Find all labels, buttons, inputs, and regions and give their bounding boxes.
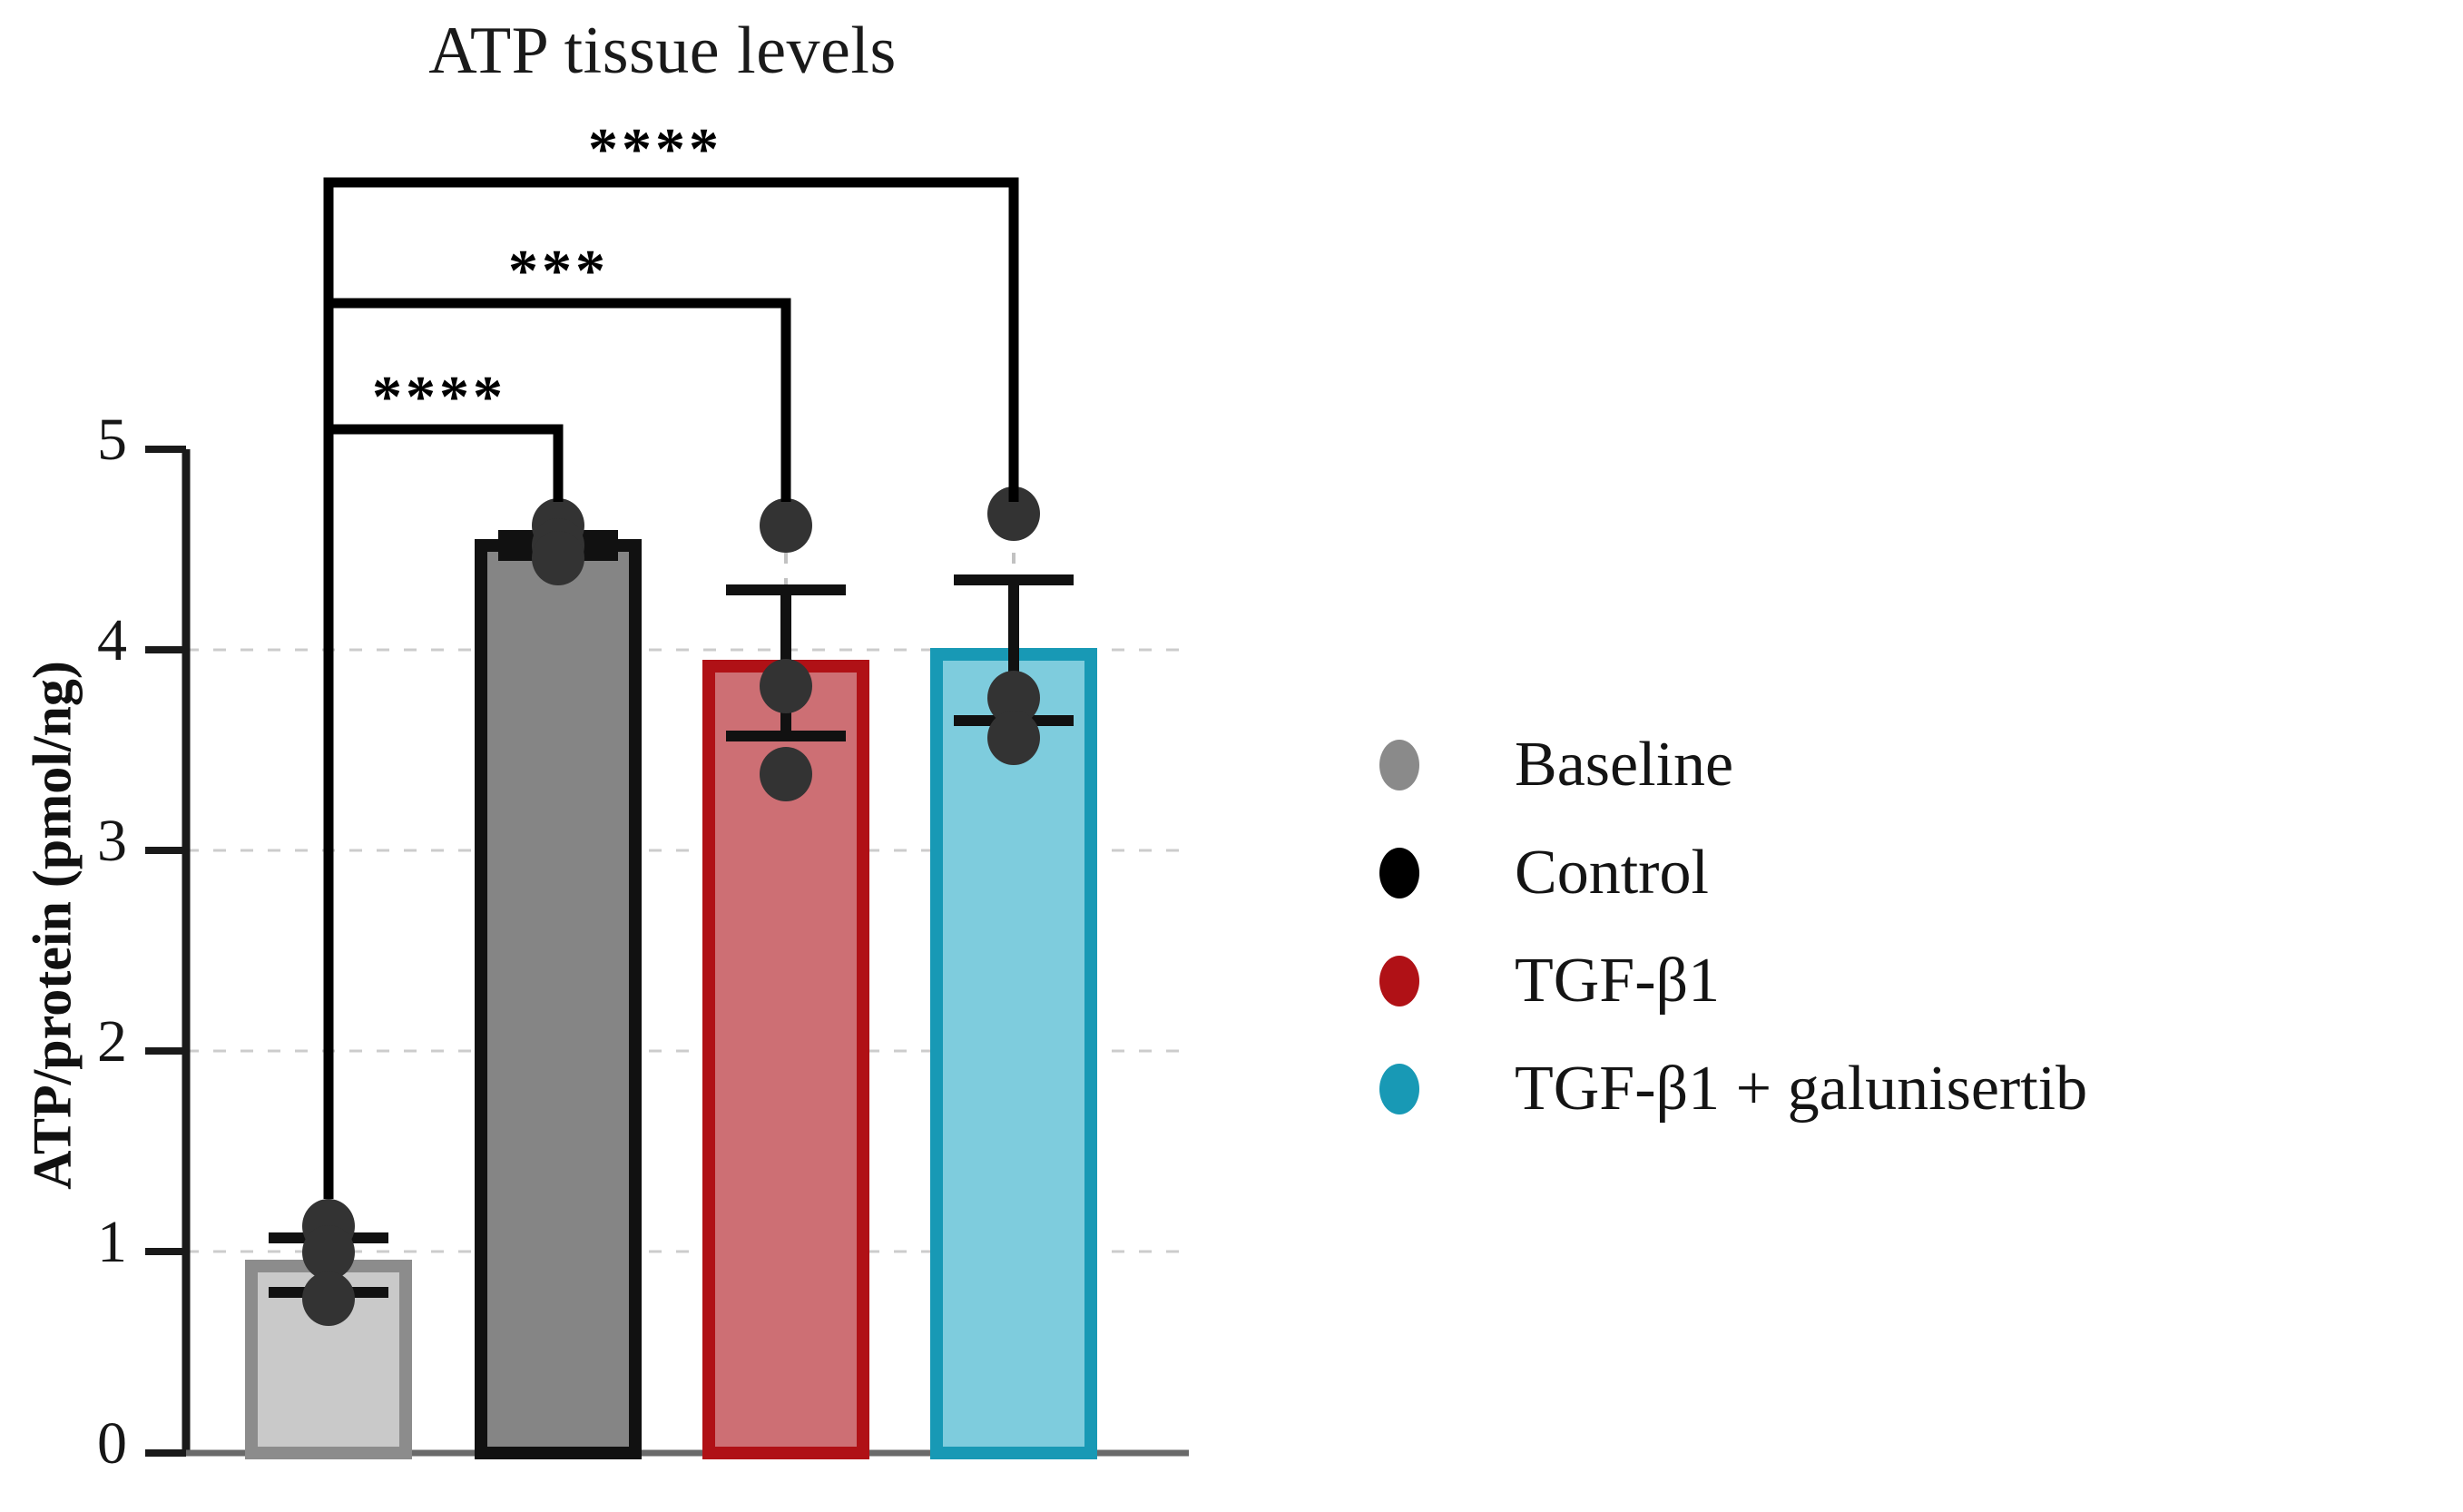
- y-tick-label-3: 3: [97, 808, 127, 874]
- legend: Baseline Control TGF-β1 TGF-β1 + galunis…: [1379, 717, 2432, 1149]
- significance-label-bottom: ****: [372, 364, 506, 430]
- legend-swatch-icon: [1379, 739, 1419, 790]
- y-tick-label-5: 5: [97, 407, 127, 473]
- page-title: ATP tissue levels: [428, 14, 897, 88]
- data-point: [532, 531, 584, 585]
- data-point: [760, 747, 812, 801]
- legend-label: Baseline: [1515, 729, 1734, 800]
- data-point: [302, 1225, 355, 1280]
- data-point: [302, 1271, 355, 1326]
- bar-center-guides: [327, 476, 1016, 1452]
- legend-label: Control: [1515, 837, 1709, 908]
- significance-label-top: ****: [588, 116, 722, 182]
- legend-item-baseline[interactable]: Baseline: [1379, 717, 2432, 812]
- legend-swatch-icon: [1379, 1063, 1419, 1114]
- legend-label: TGF-β1: [1515, 945, 1721, 1016]
- data-point: [760, 498, 812, 553]
- y-tick-label-4: 4: [97, 607, 127, 673]
- y-tick-label-2: 2: [97, 1008, 127, 1075]
- sig-bracket-top: [323, 177, 1019, 1199]
- legend-label: TGF-β1 + galunisertib: [1515, 1053, 2088, 1124]
- legend-item-tgfb1[interactable]: TGF-β1: [1379, 933, 2432, 1028]
- legend-item-control[interactable]: Control: [1379, 825, 2432, 920]
- significance-brackets: [323, 177, 1019, 1199]
- data-point: [987, 671, 1040, 725]
- legend-item-tgfb1-galunisertib[interactable]: TGF-β1 + galunisertib: [1379, 1041, 2432, 1136]
- bar-control[interactable]: [475, 539, 642, 1459]
- data-point: [987, 711, 1040, 765]
- sig-bracket-bottom: [323, 424, 564, 1199]
- data-point: [760, 659, 812, 713]
- data-point: [987, 486, 1040, 541]
- bar-tgfb1-galunisertib[interactable]: [930, 648, 1097, 1459]
- significance-label-middle: ***: [508, 238, 609, 304]
- y-tick-label-0: 0: [97, 1410, 127, 1477]
- y-tick-label-1: 1: [97, 1209, 127, 1275]
- legend-swatch-icon: [1379, 955, 1419, 1006]
- data-points: [302, 486, 1040, 1326]
- legend-swatch-icon: [1379, 847, 1419, 898]
